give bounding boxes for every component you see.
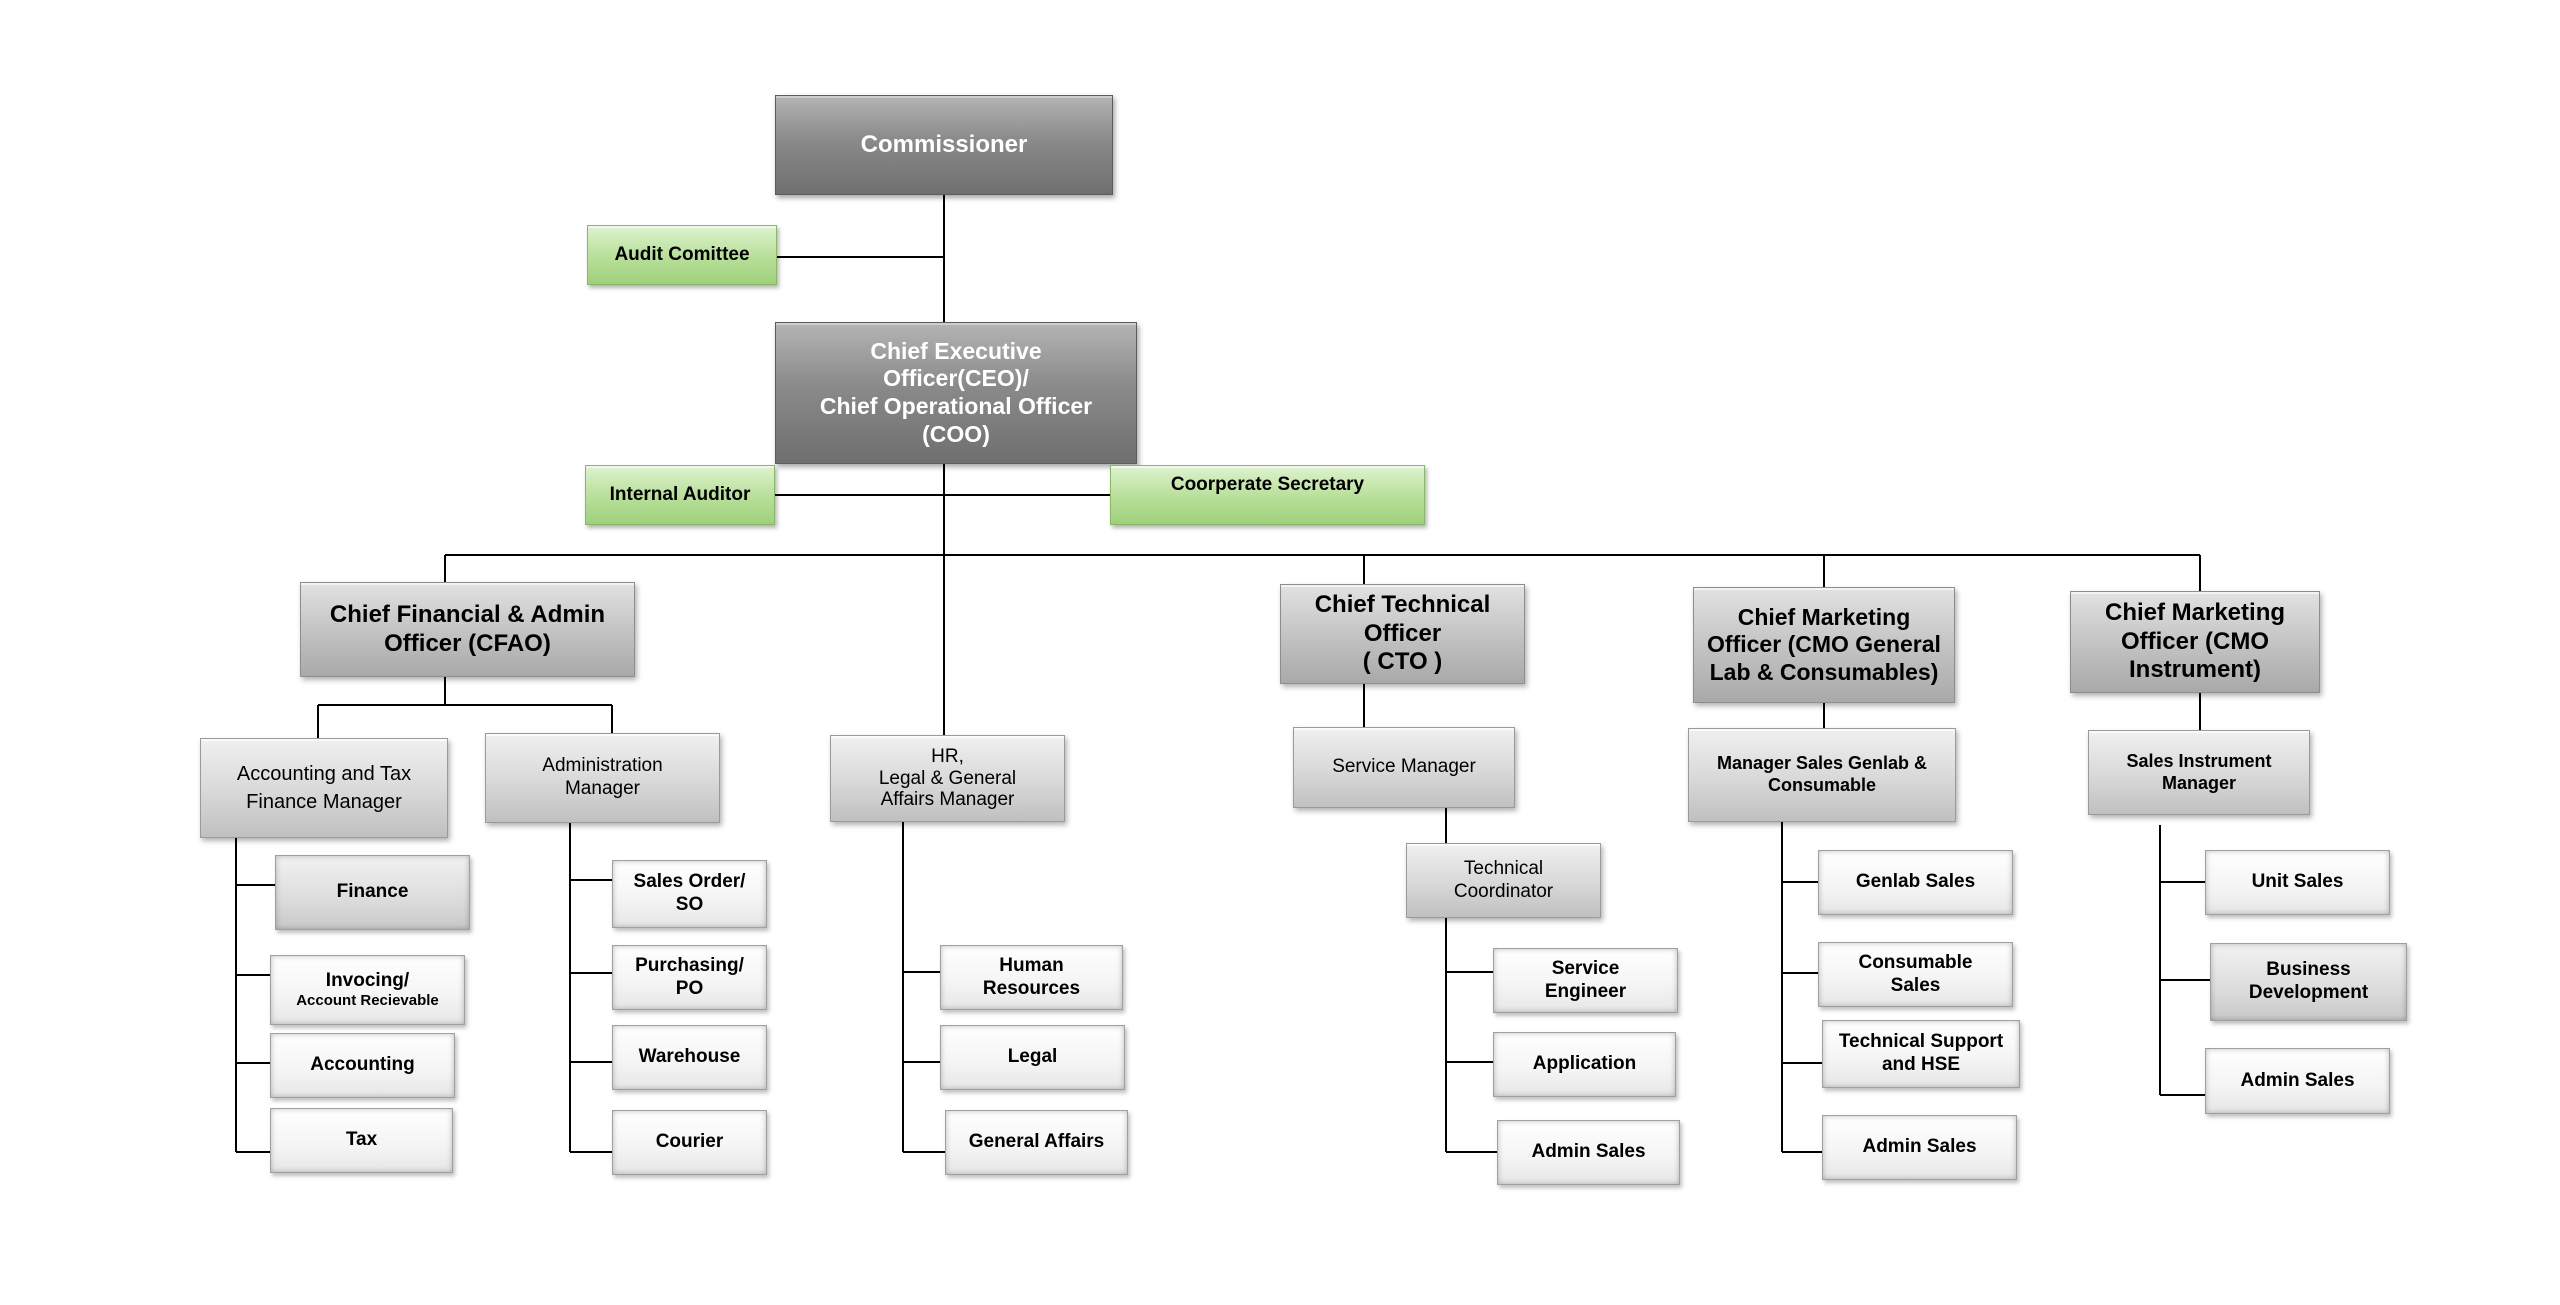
genlab-sales-box: Genlab Sales [1818,850,2013,915]
genlab-admin-sales-box: Admin Sales [1822,1115,2017,1180]
cmo-genlab-box: Chief Marketing Officer (CMO General Lab… [1693,587,1955,703]
technical-coordinator-box: Technical Coordinator [1406,843,1601,918]
cto-box: Chief Technical Officer ( CTO ) [1280,584,1525,684]
unit-sales-box: Unit Sales [2205,850,2390,915]
instrument-admin-sales-box: Admin Sales [2205,1048,2390,1114]
account-receivable-label: Account Recievable [296,992,439,1010]
accounting-box: Accounting [270,1033,455,1098]
legal-box: Legal [940,1025,1125,1090]
accounting-tax-manager-box: Accounting and Tax Finance Manager [200,738,448,838]
warehouse-box: Warehouse [612,1025,767,1090]
cfao-box: Chief Financial & Admin Officer (CFAO) [300,582,635,677]
general-affairs-box: General Affairs [945,1110,1128,1175]
cmo-instrument-box: Chief Marketing Officer (CMO Instrument) [2070,591,2320,693]
ceo-box: Chief Executive Officer(CEO)/ Chief Oper… [775,322,1137,464]
sales-instrument-manager-box: Sales Instrument Manager [2088,730,2310,815]
courier-box: Courier [612,1110,767,1175]
cto-admin-sales-box: Admin Sales [1497,1120,1680,1185]
service-engineer-box: Service Engineer [1493,948,1678,1013]
technical-support-hse-box: Technical Support and HSE [1822,1020,2020,1088]
business-development-box: Business Development [2210,943,2407,1021]
manager-sales-genlab-box: Manager Sales Genlab & Consumable [1688,728,1956,822]
human-resources-box: Human Resources [940,945,1123,1010]
administration-manager-box: Administration Manager [485,733,720,823]
hr-legal-ga-manager-box: HR, Legal & General Affairs Manager [830,735,1065,822]
audit-committee-box: Audit Comittee [587,225,777,285]
finance-box: Finance [275,855,470,930]
corporate-secretary-box: Coorperate Secretary [1110,465,1425,525]
consumable-sales-box: Consumable Sales [1818,942,2013,1007]
service-manager-box: Service Manager [1293,727,1515,808]
sales-order-box: Sales Order/ SO [612,860,767,928]
application-box: Application [1493,1032,1676,1097]
commissioner-box: Commissioner [775,95,1113,195]
tax-box: Tax [270,1108,453,1173]
internal-auditor-box: Internal Auditor [585,465,775,525]
purchasing-box: Purchasing/ PO [612,945,767,1010]
invoicing-box: Invocing/ Account Recievable [270,955,465,1025]
invoicing-label: Invocing/ [325,969,410,991]
